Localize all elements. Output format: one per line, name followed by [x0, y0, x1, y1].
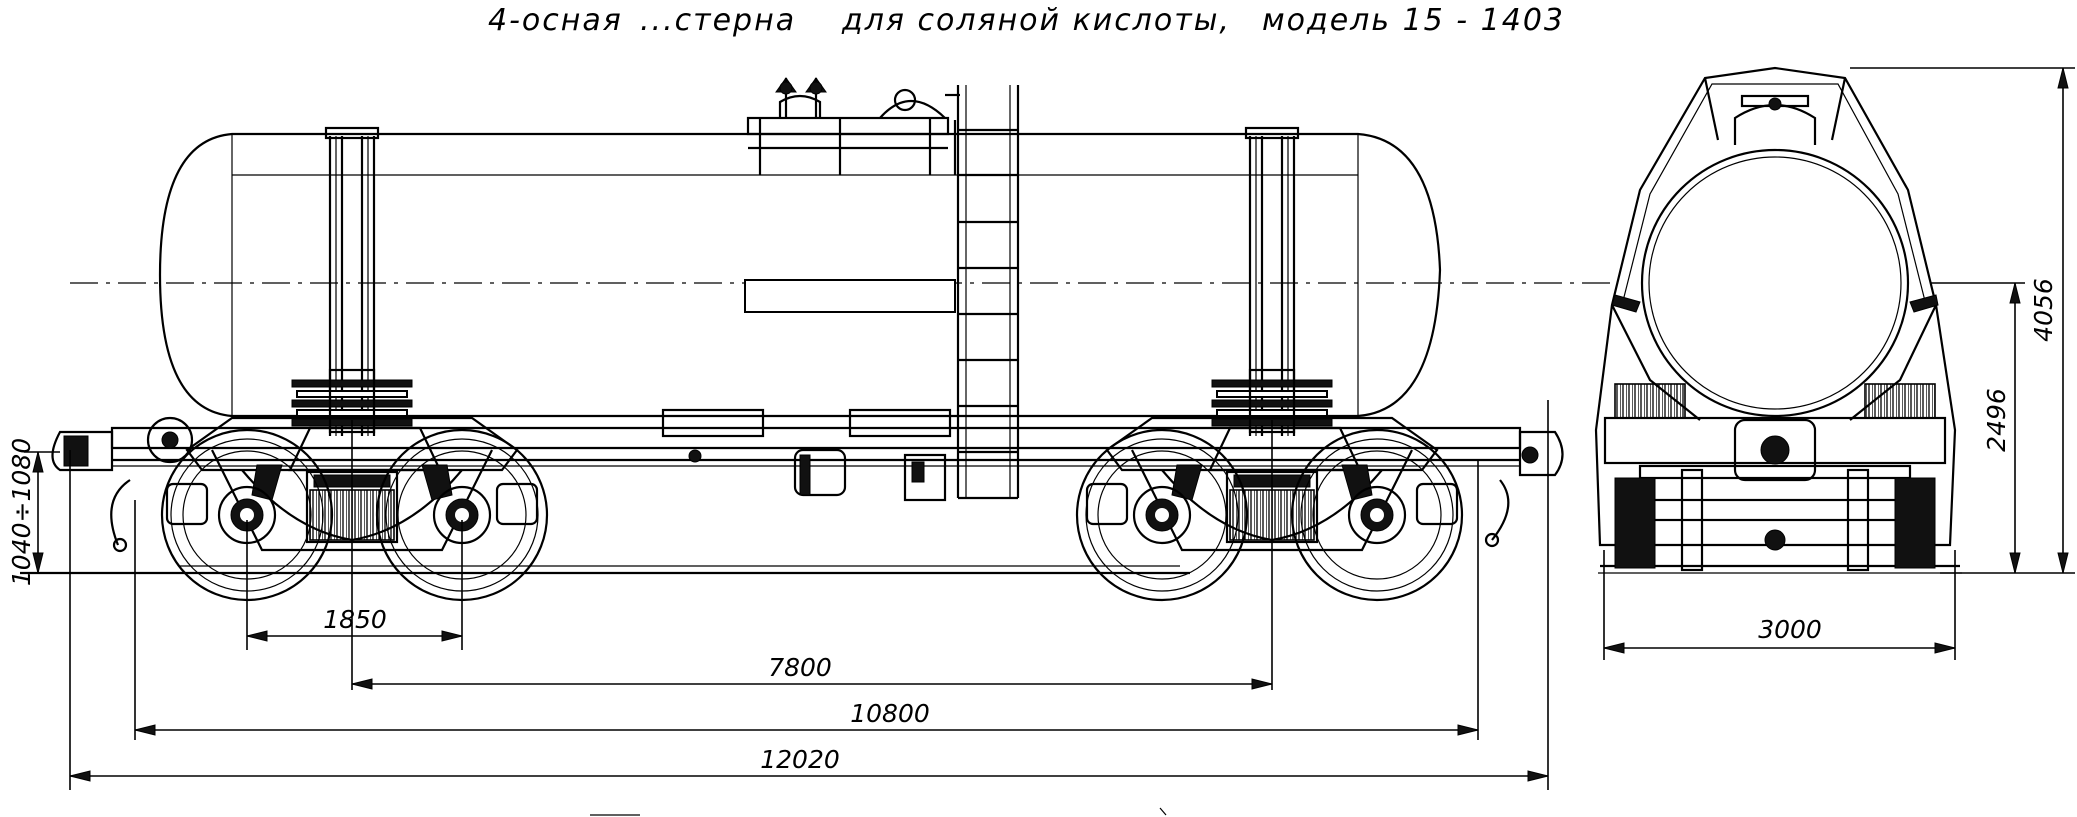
dim-frame-length: 10800	[134, 699, 1479, 736]
dim-label-10800: 10800	[850, 699, 930, 728]
dim-label-3000: 3000	[1758, 615, 1822, 644]
end-view: 3000 2496 4056	[1475, 66, 2075, 660]
dim-label-12020: 12020	[760, 745, 840, 774]
dim-label-1040-1080: 1040÷1080	[7, 438, 36, 586]
title-part-4: модель 15 - 1403	[1262, 3, 1565, 38]
dim-bogie-wheelbase: 1850	[246, 605, 463, 642]
end-wheel-left	[1614, 477, 1656, 569]
tank-shell	[158, 132, 1442, 418]
tank-strap-left	[324, 126, 380, 438]
side-view: 1850 7800 10800 12020 104	[7, 77, 1564, 790]
dim-label-7800: 7800	[768, 653, 832, 682]
dim-width: 3000	[1603, 615, 1956, 654]
title-part-3: для соляной кислоты,	[841, 3, 1231, 38]
title-part-1: 4-осная	[488, 3, 623, 38]
dim-bogie-centers: 7800	[351, 653, 1273, 690]
dim-label-4056: 4056	[2029, 278, 2058, 342]
dim-label-2496: 2496	[1982, 388, 2011, 452]
tank-placard	[744, 279, 956, 313]
dim-total-height: 4056	[2029, 67, 2069, 574]
wheel-3	[1075, 428, 1249, 602]
title-part-2: ...стерна	[640, 3, 796, 38]
tank-dome	[746, 77, 960, 175]
dim-coupler-length: 12020	[69, 745, 1549, 782]
tank-strap-right	[1244, 126, 1300, 438]
side-ladder	[956, 85, 1020, 500]
dim-coupler-height: 1040÷1080	[7, 438, 60, 586]
end-wheel-right	[1894, 477, 1936, 569]
dim-tank-axis-height: 2496	[1982, 282, 2021, 574]
dim-label-1850: 1850	[323, 605, 387, 634]
tank-end-circle	[1640, 148, 1910, 418]
coupler-right	[1484, 430, 1564, 548]
